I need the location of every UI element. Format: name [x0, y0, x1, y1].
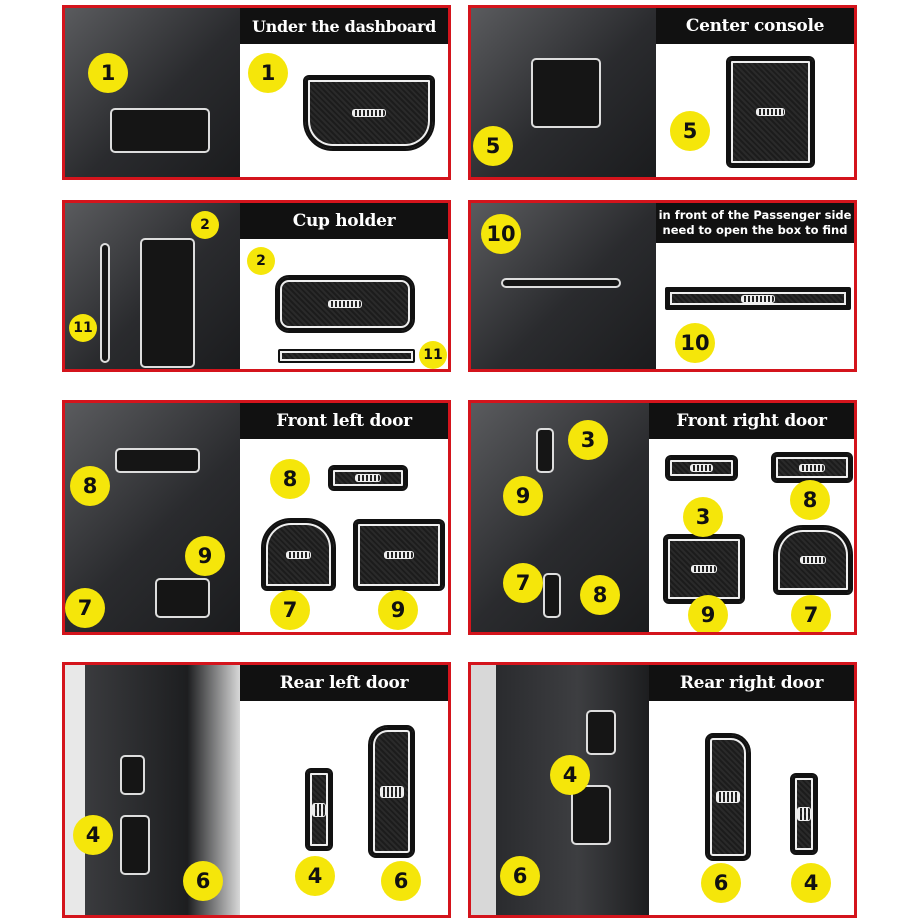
number-badge: 3	[683, 497, 723, 537]
mat-7	[773, 525, 853, 595]
panel-title: Front right door	[649, 403, 854, 439]
number-badge: 10	[481, 214, 521, 254]
installed-mat	[586, 710, 616, 755]
number-badge: 2	[191, 211, 219, 239]
panel-title: Under the dashboard	[240, 8, 448, 44]
mat-8	[771, 452, 853, 483]
panel-front-right-door: Front right door 3 9 7 8 3 8 9 7	[468, 400, 857, 635]
mat-6	[705, 733, 751, 861]
installed-mat	[120, 755, 145, 795]
panel-rear-left-door: Rear left door 4 6 4 6	[62, 662, 451, 918]
number-badge: 1	[88, 53, 128, 93]
panel-title: Rear left door	[240, 665, 448, 701]
number-badge: 9	[688, 595, 728, 632]
mat-9	[353, 519, 445, 591]
installed-strip	[100, 243, 110, 363]
installed-mat	[571, 785, 611, 845]
number-badge: 8	[70, 466, 110, 506]
installed-mat	[543, 573, 561, 618]
number-badge: 8	[790, 480, 830, 520]
mat-10	[665, 287, 851, 310]
mat-4	[305, 768, 333, 851]
installed-mat	[536, 428, 554, 473]
number-badge: 7	[503, 563, 543, 603]
number-badge: 6	[381, 861, 421, 901]
mat-6	[368, 725, 415, 858]
panel-cup-holder: Cup holder 2 11 2 11	[62, 200, 451, 372]
mat-5	[726, 56, 815, 168]
panel-rear-right-door: Rear right door 4 6 6 4	[468, 662, 857, 918]
number-badge: 11	[69, 314, 97, 342]
number-badge: 7	[791, 595, 831, 632]
panel-title: Front left door	[240, 403, 448, 439]
number-badge: 4	[73, 815, 113, 855]
number-badge: 2	[247, 247, 275, 275]
panel-center-console: Center console 5 5	[468, 5, 857, 180]
product-photo	[471, 403, 649, 632]
installed-mat	[140, 238, 195, 368]
number-badge: 4	[791, 863, 831, 903]
mat-9	[663, 534, 745, 604]
number-badge: 7	[270, 590, 310, 630]
number-badge: 5	[670, 111, 710, 151]
number-badge: 9	[378, 590, 418, 630]
installed-mat	[110, 108, 210, 153]
mat-7	[261, 518, 336, 591]
number-badge: 5	[473, 126, 513, 166]
number-badge: 9	[503, 476, 543, 516]
installed-mat	[115, 448, 200, 473]
number-badge: 8	[270, 459, 310, 499]
number-badge: 9	[185, 536, 225, 576]
mat-8	[328, 465, 408, 491]
panel-under-dashboard: Under the dashboard 1 1	[62, 5, 451, 180]
number-badge: 11	[419, 341, 447, 369]
number-badge: 10	[675, 323, 715, 363]
installed-mat	[531, 58, 601, 128]
number-badge: 6	[701, 863, 741, 903]
number-badge: 6	[183, 861, 223, 901]
mat-11	[278, 349, 415, 363]
mat-4	[790, 773, 818, 855]
product-photo	[65, 203, 240, 369]
mat-1	[303, 75, 435, 151]
number-badge: 4	[295, 856, 335, 896]
number-badge: 7	[65, 588, 105, 628]
panel-title: Cup holder	[240, 203, 448, 239]
product-photo	[65, 8, 240, 177]
mat-3	[665, 455, 738, 481]
number-badge: 4	[550, 755, 590, 795]
panel-title: Center console	[656, 8, 854, 44]
installed-mat	[120, 815, 150, 875]
number-badge: 1	[248, 53, 288, 93]
installed-mat	[501, 278, 621, 288]
mat-2	[275, 275, 415, 333]
installed-mat	[155, 578, 210, 618]
number-badge: 6	[500, 856, 540, 896]
title-line: need to open the box to find	[662, 223, 848, 237]
number-badge: 3	[568, 420, 608, 460]
number-badge: 8	[580, 575, 620, 615]
panel-front-left-door: Front left door 8 9 7 8 7 9	[62, 400, 451, 635]
title-line: in front of the Passenger side	[658, 208, 852, 222]
panel-title: Rear right door	[649, 665, 854, 701]
